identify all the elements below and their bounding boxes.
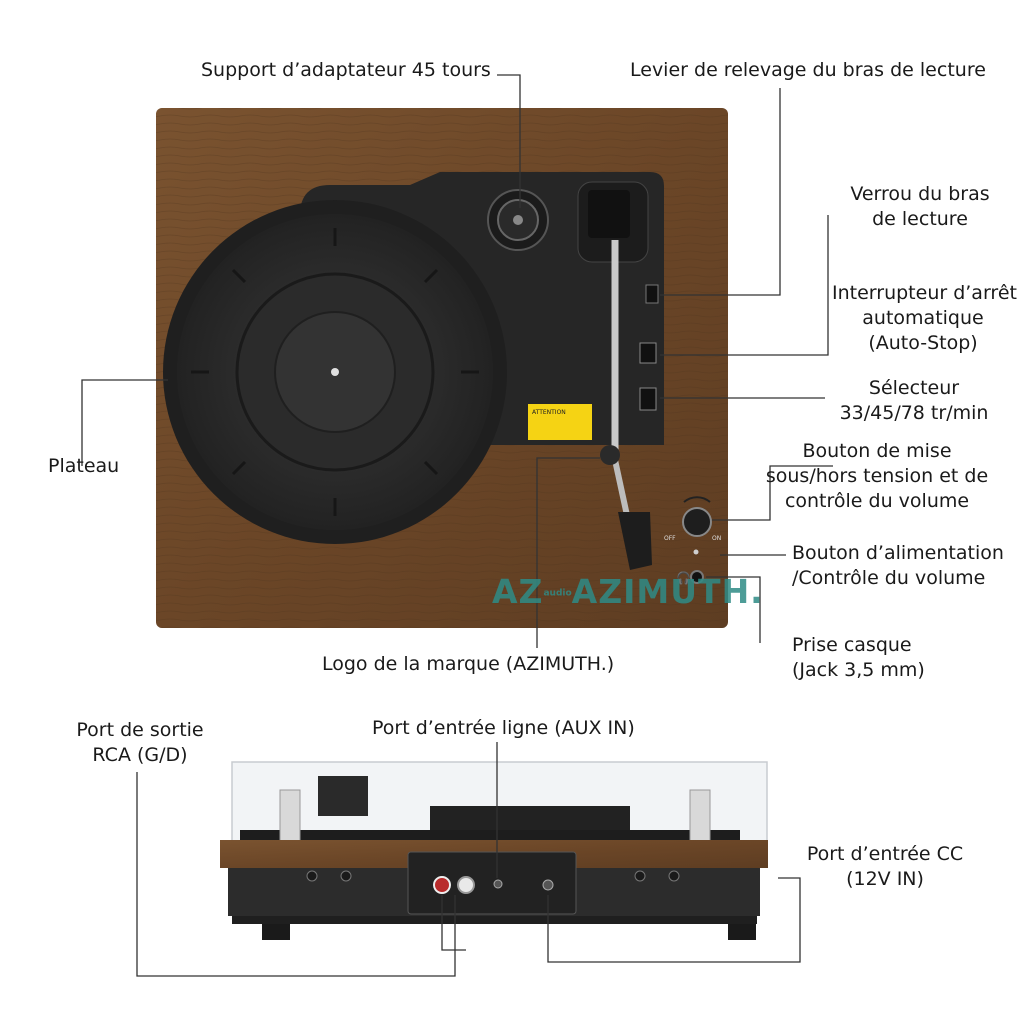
label-aux-in: Port d’entrée ligne (AUX IN) (372, 717, 635, 739)
label-headphone-line1: Prise casque (792, 634, 912, 656)
warning-text: ATTENTION (532, 409, 566, 416)
brand-logo: AZaudioAZIMUTH. (492, 572, 764, 611)
label-power-knob-line3: contrôle du volume (784, 490, 970, 512)
label-adapter-holder: Support d’adaptateur 45 tours (201, 59, 491, 81)
brand-logo-main: AZIMUTH. (571, 572, 764, 611)
adapter-holder (487, 189, 549, 251)
label-dc-in-line2: (12V IN) (846, 868, 924, 890)
autostop-switch[interactable] (639, 342, 657, 364)
cartridge (618, 512, 652, 570)
dc-in-port[interactable] (542, 879, 554, 891)
label-autostop-line3: (Auto-Stop) (868, 332, 978, 354)
speed-selector[interactable] (639, 387, 657, 411)
headshell-rest (588, 190, 630, 238)
label-cue-lever: Levier de relevage du bras de lecture (630, 59, 986, 81)
label-arm-lock-line1: Verrou du bras (850, 183, 990, 205)
label-power-volume: Bouton d’alimentation /Contrôle du volum… (792, 541, 1004, 591)
label-rca-out: Port de sortie RCA (G/D) (66, 718, 214, 768)
label-rca-out-line2: RCA (G/D) (92, 744, 188, 766)
label-power-volume-line2: /Contrôle du volume (792, 567, 986, 589)
label-speed-selector: Sélecteur 33/45/78 tr/min (832, 376, 996, 426)
label-autostop-line2: automatique (862, 307, 984, 329)
label-headphone-line2: (Jack 3,5 mm) (792, 659, 925, 681)
label-arm-lock-line2: de lecture (872, 208, 968, 230)
label-rca-out-line1: Port de sortie (76, 719, 204, 741)
rca-right-port[interactable] (457, 876, 475, 894)
rear-port-panel (407, 851, 577, 915)
label-headphone: Prise casque (Jack 3,5 mm) (792, 633, 925, 683)
top-view: ATTENTION OFF ON 🎧 (156, 108, 728, 628)
power-led (693, 549, 699, 555)
headphone-icon: 🎧 (676, 571, 691, 585)
leader-lines (81, 74, 833, 977)
label-power-volume-line1: Bouton d’alimentation (792, 542, 1004, 564)
label-arm-lock: Verrou du bras de lecture (840, 182, 1000, 232)
platter (163, 200, 507, 544)
rear-view (220, 761, 768, 940)
brand-logo-sub: audio (543, 588, 572, 599)
label-autostop-line1: Interrupteur d’arrêt (832, 282, 1017, 304)
label-speed-line1: Sélecteur (868, 377, 960, 399)
label-brand-logo: Logo de la marque (AZIMUTH.) (322, 653, 615, 675)
volume-knob[interactable] (682, 507, 712, 537)
knob-off-text: OFF (664, 535, 676, 542)
cue-lever[interactable] (645, 284, 659, 304)
knob-on-text: ON (712, 535, 721, 542)
label-power-knob-line2: sous/hors tension et de (765, 465, 989, 487)
label-platter: Plateau (48, 455, 120, 477)
label-speed-line2: 33/45/78 tr/min (839, 402, 989, 424)
label-autostop: Interrupteur d’arrêt automatique (Auto-S… (832, 281, 1017, 356)
rca-left-port[interactable] (433, 876, 451, 894)
label-dc-in: Port d’entrée CC (12V IN) (800, 842, 970, 892)
aux-in-port[interactable] (493, 879, 503, 889)
warning-sticker (528, 404, 592, 440)
label-power-knob-line1: Bouton de mise (802, 440, 952, 462)
label-power-knob: Bouton de mise sous/hors tension et de c… (760, 439, 994, 514)
headphone-jack[interactable] (690, 570, 704, 584)
label-dc-in-line1: Port d’entrée CC (806, 843, 964, 865)
